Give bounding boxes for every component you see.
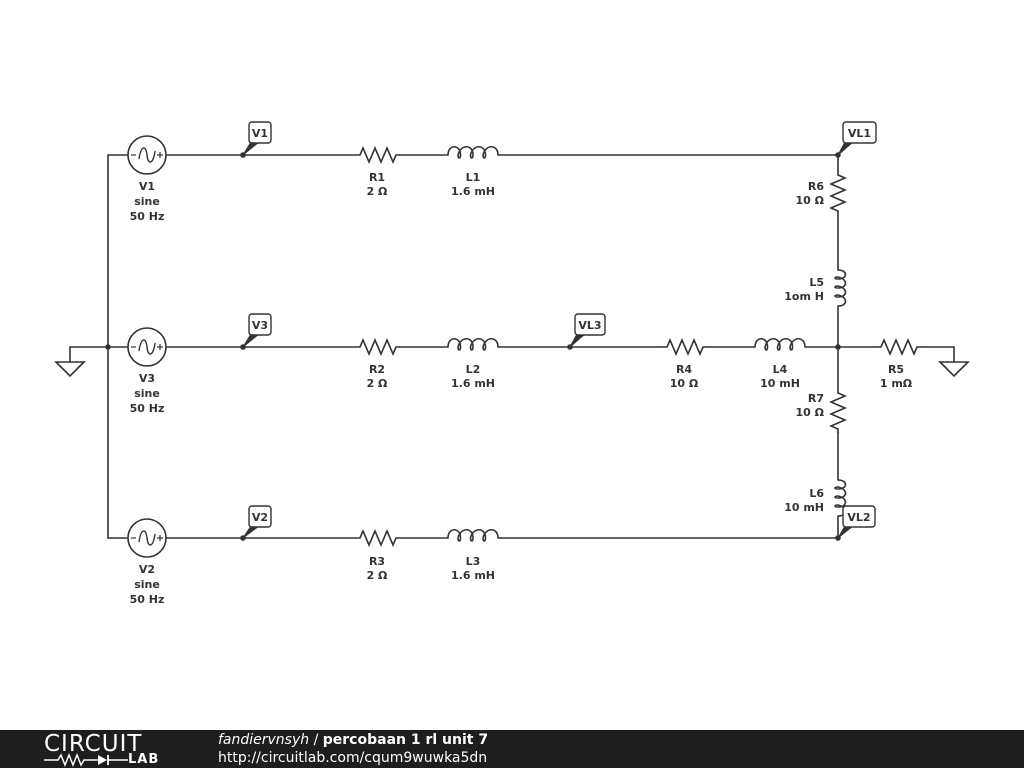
component-value: 10 Ω (670, 377, 699, 390)
component-name: L2 (466, 363, 481, 376)
component-name: R4 (676, 363, 692, 376)
probe-vl1[interactable]: VL1 (837, 121, 877, 156)
voltage-source-v3[interactable]: V3 sine 50 Hz (127, 327, 167, 415)
component-value: 2 Ω (367, 377, 388, 390)
wires (69, 154, 955, 539)
component-name: R6 (808, 180, 824, 193)
component-value: 10 Ω (796, 406, 825, 419)
resistor-r3[interactable]: R32 Ω (355, 528, 400, 582)
probe-label: V1 (252, 127, 268, 140)
probe-vl3[interactable]: VL3 (569, 313, 606, 348)
grounds (54, 361, 970, 378)
circuit-url[interactable]: http://circuitlab.com/cqum9wuwka5dn (218, 750, 488, 766)
component-name: R5 (888, 363, 904, 376)
source-name: V3 (139, 372, 155, 385)
component-name: R7 (808, 392, 824, 405)
component-value: 1 mΩ (880, 377, 913, 390)
source-name: V1 (139, 180, 155, 193)
component-value: 1.6 mH (451, 377, 495, 390)
component-value: 1.6 mH (451, 569, 495, 582)
sine-wave-icon (138, 339, 156, 355)
ground-symbol-right (938, 361, 970, 378)
source-frequency: 50 Hz (130, 593, 165, 606)
resistor-r2[interactable]: R22 Ω (355, 337, 400, 390)
sine-wave-icon (138, 147, 156, 163)
probe-label: VL3 (578, 319, 601, 332)
author-link[interactable]: fandiervnsyh (218, 732, 310, 748)
inductor-l3[interactable]: L31.6 mH (447, 528, 499, 582)
circuitlab-logo[interactable]: CIRCUIT LAB (40, 731, 180, 767)
credit-separator: / (309, 732, 323, 748)
source-type: sine (134, 387, 160, 400)
source-type: sine (134, 578, 160, 591)
probe-label: VL2 (847, 511, 870, 524)
component-value: 2 Ω (367, 569, 388, 582)
credit-line: fandiervnsyh / percobaan 1 rl unit 7 (218, 731, 488, 749)
component-name: L5 (809, 276, 824, 289)
component-value: 2 Ω (367, 185, 388, 198)
probe-v1[interactable]: V1 (242, 121, 272, 156)
probe-label: V2 (252, 511, 268, 524)
component-value: 1om H (784, 290, 824, 303)
component-value: 10 Ω (796, 194, 825, 207)
probe-v2[interactable]: V2 (242, 505, 272, 539)
component-name: R1 (369, 171, 385, 184)
component-value: 10 mH (784, 501, 824, 514)
logo-resistor-diode-icon (44, 753, 128, 767)
circuit-title[interactable]: percobaan 1 rl unit 7 (322, 732, 489, 748)
inductor-l2[interactable]: L21.6 mH (447, 337, 499, 390)
source-frequency: 50 Hz (130, 210, 165, 223)
logo-top-text: CIRCUIT (44, 731, 143, 757)
voltage-source-v1[interactable]: V1 sine 50 Hz (127, 135, 167, 223)
voltage-sources: V1 sine 50 Hz V3 sine 50 Hz V2 sine 50 Hz (127, 135, 167, 606)
logo-bottom-text: LAB (128, 752, 160, 767)
probe-label: V3 (252, 319, 268, 332)
probe-label: VL1 (848, 127, 871, 140)
voltage-source-v2[interactable]: V2 sine 50 Hz (127, 518, 167, 606)
component-name: L4 (773, 363, 788, 376)
component-name: L6 (809, 487, 824, 500)
component-name: R3 (369, 555, 385, 568)
component-name: L3 (466, 555, 481, 568)
component-name: L1 (466, 171, 481, 184)
source-type: sine (134, 195, 160, 208)
component-value: 10 mH (760, 377, 800, 390)
component-value: 1.6 mH (451, 185, 495, 198)
probe-v3[interactable]: V3 (242, 313, 272, 348)
resistor-r1[interactable]: R12 Ω (355, 145, 400, 198)
footer: CIRCUIT LAB fandiervnsyh / percobaan 1 r… (0, 730, 1024, 768)
sine-wave-icon (138, 530, 156, 546)
ground-symbol-left (54, 361, 86, 378)
inductor-l1[interactable]: L11.6 mH (447, 145, 499, 198)
source-name: V2 (139, 563, 155, 576)
source-frequency: 50 Hz (130, 402, 165, 415)
component-name: R2 (369, 363, 385, 376)
probe-vl2[interactable]: VL2 (837, 505, 876, 539)
resistor-r5[interactable]: R51 mΩ (876, 337, 921, 390)
